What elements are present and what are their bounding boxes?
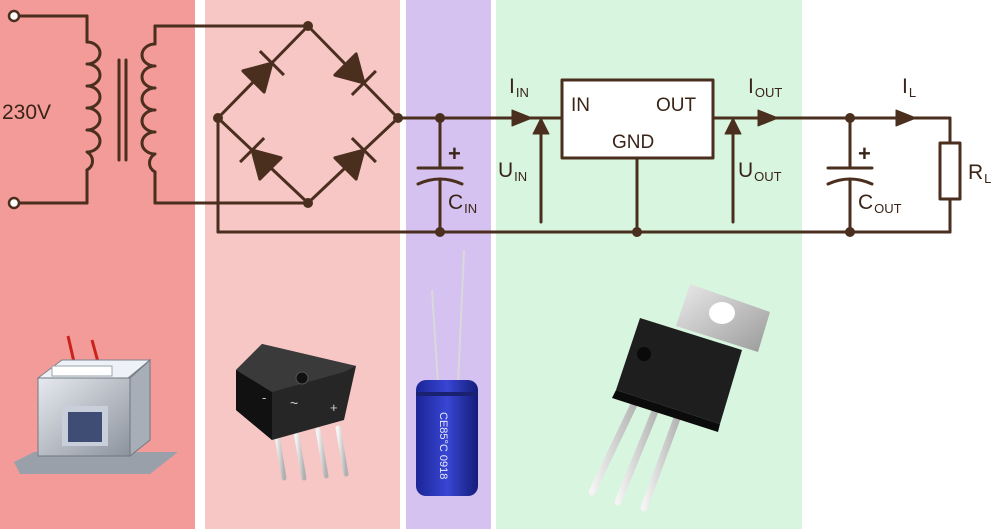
- capacitor-marking: CE85°C 0918: [437, 412, 449, 479]
- mains-voltage-label: 230V: [2, 101, 52, 124]
- regulator-block: [560, 78, 715, 160]
- bridge-rectifier-photo-icon: - ~ +: [236, 344, 356, 481]
- input-capacitor-symbol: [416, 116, 464, 234]
- i-in-label: IIN: [509, 75, 529, 100]
- i-load-label: IL: [902, 75, 917, 100]
- diode-d3: [239, 137, 283, 181]
- u-in-label: UIN: [498, 159, 528, 184]
- regulator-in-pin-label: IN: [571, 95, 590, 116]
- u-out-label: UOUT: [738, 159, 782, 184]
- i-out-arrowhead: [757, 109, 779, 127]
- c-out-polarity-plus: +: [858, 141, 871, 166]
- c-out-label: COUT: [858, 191, 902, 216]
- mains-terminal-top: [7, 9, 21, 23]
- mains-terminal-bottom: [7, 196, 21, 210]
- output-capacitor-symbol: [826, 116, 874, 234]
- mains-input: [14, 14, 89, 205]
- bridge-minus-label: -: [262, 390, 266, 405]
- i-l-arrowhead: [895, 109, 917, 127]
- diode-d4: [333, 137, 377, 181]
- i-in-arrowhead: [511, 109, 533, 127]
- bridge-rectifier-symbol: [216, 24, 400, 205]
- diode-d1: [241, 50, 285, 94]
- bridge-ac-label: ~: [290, 395, 298, 411]
- bridge-plus-label: +: [330, 400, 338, 415]
- diode-d2: [333, 52, 377, 96]
- c-in-polarity-plus: +: [448, 141, 461, 166]
- voltage-regulator-photo-icon: [588, 284, 770, 512]
- r-load-label: RL: [968, 161, 991, 186]
- junction-dots: [213, 21, 855, 237]
- regulator-gnd-pin-label: GND: [612, 132, 655, 153]
- electrolytic-capacitor-photo-icon: CE85°C 0918: [416, 249, 478, 496]
- i-out-label: IOUT: [748, 75, 783, 100]
- load-resistor-symbol: [938, 141, 962, 201]
- transformer-photo-icon: [14, 335, 178, 474]
- c-in-label: CIN: [448, 191, 478, 216]
- transformer-primary-coil: [85, 40, 102, 172]
- transformer-secondary-coil: [140, 42, 157, 174]
- output-section-band: [802, 0, 991, 529]
- regulator-out-pin-label: OUT: [656, 95, 697, 116]
